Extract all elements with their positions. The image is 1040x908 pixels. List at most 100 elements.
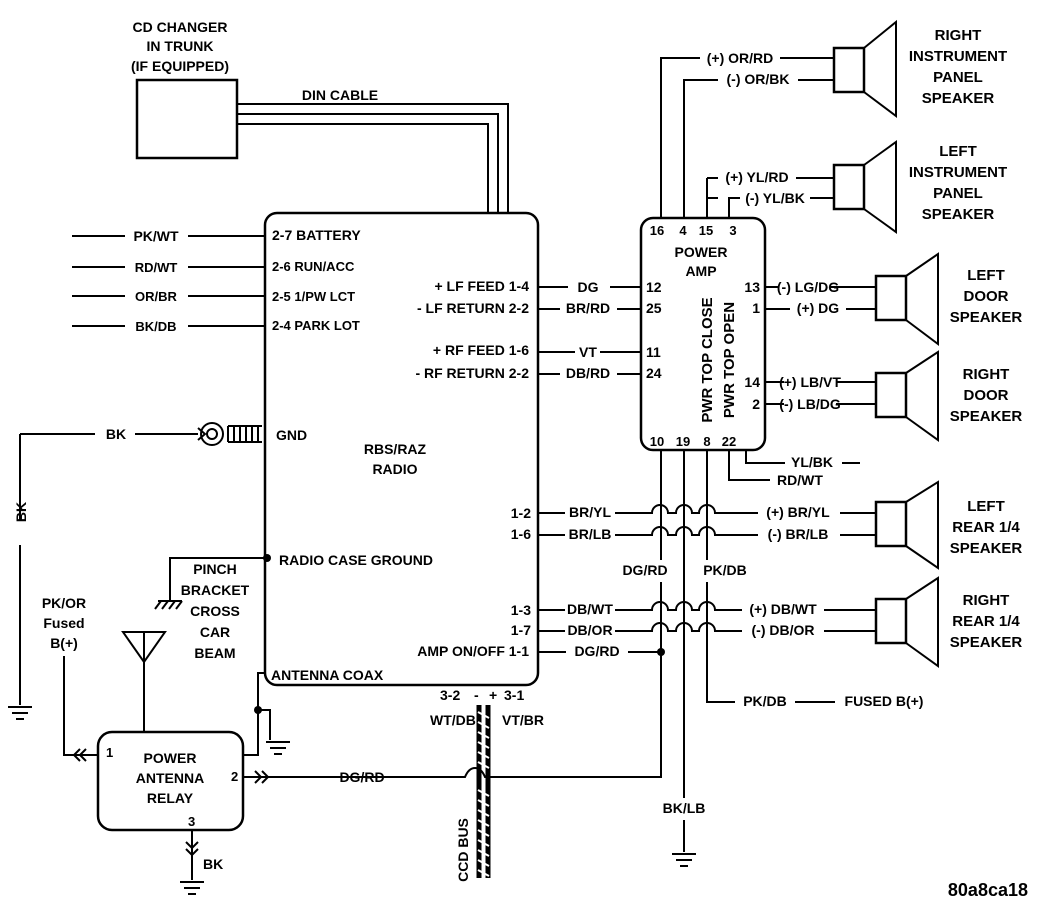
radio-pin-battery: 2-7 BATTERY <box>272 227 361 243</box>
amp-top-pin-15: 15 <box>699 223 713 238</box>
wire-pk-wt: PK/WT <box>133 228 179 244</box>
wire-br-lb-speaker: (-) BR/LB <box>768 526 829 542</box>
wire-or-bk: (-) OR/BK <box>727 71 790 87</box>
amp-right-pin-13: 13 <box>744 279 760 295</box>
cd-changer: CD CHANGER IN TRUNK (IF EQUIPPED) <box>131 19 239 160</box>
radio-pin-minus: - <box>474 687 479 703</box>
wire-db-wt: DB/WT <box>567 601 613 617</box>
amp-right-pin-1: 1 <box>752 300 760 316</box>
speaker-right-instrument-panel: RIGHT INSTRUMENT PANEL SPEAKER <box>832 19 1007 118</box>
amp-top-pin-4: 4 <box>679 223 687 238</box>
wire-bk-vertical: BK <box>13 502 29 522</box>
radio-case-ground: RADIO CASE GROUND <box>279 552 433 568</box>
wire-lg-dg: (-) LG/DG <box>777 279 839 295</box>
radio-pin-rf-feed: + RF FEED 1-6 <box>433 342 529 358</box>
ccd-bus: WT/DB VT/BR CCD BUS <box>430 705 544 882</box>
radio-pin-run-acc: 2-6 RUN/ACC <box>272 259 355 274</box>
lip-line4: SPEAKER <box>922 206 995 223</box>
radio-pin-plus: + <box>489 687 497 703</box>
wire-pk-db-fused: PK/DB <box>743 693 787 709</box>
wire-dg-rd: DG/RD <box>574 643 619 659</box>
rear-speaker-wires: BR/YL BR/LB DB/WT DB/OR DG/RD (+) BR/YL … <box>538 504 876 659</box>
wire-br-yl: BR/YL <box>569 504 611 520</box>
wire-yl-bk: (-) YL/BK <box>745 190 805 206</box>
relay-pin1: 1 <box>106 745 113 760</box>
radio-name1: RBS/RAZ <box>364 441 427 457</box>
wire-rd-wt: RD/WT <box>135 260 178 275</box>
wire-or-br: OR/BR <box>135 289 178 304</box>
speaker-left-door: LEFT DOOR SPEAKER <box>874 252 1023 346</box>
radio-pin-1-3: 1-3 <box>511 602 531 618</box>
rip-line3: PANEL <box>933 69 983 86</box>
radio-pin-amp-on-off: AMP ON/OFF 1-1 <box>417 643 529 659</box>
radio-unit: RBS/RAZ RADIO 2-7 BATTERY 2-6 RUN/ACC 2-… <box>263 211 540 703</box>
case-ground: PINCH BRACKET CROSS CAR BEAM <box>154 554 271 661</box>
relay-bk: BK <box>203 856 223 872</box>
rd-line2: DOOR <box>964 387 1009 404</box>
wire-lb-vt: (+) LB/VT <box>779 374 841 390</box>
amp-bottom-pin-22: 22 <box>722 434 736 449</box>
amp-right-pin-14: 14 <box>744 374 760 390</box>
radio-name2: RADIO <box>372 461 417 477</box>
cd-changer-line3: (IF EQUIPPED) <box>131 58 229 74</box>
speaker-right-door: RIGHT DOOR SPEAKER <box>874 350 1023 442</box>
wire-or-rd: (+) OR/RD <box>707 50 774 66</box>
wire-rd-wt-amp: RD/WT <box>777 472 823 488</box>
relay-line2: ANTENNA <box>136 770 204 786</box>
amp-right-wires: (-) LG/DG (+) DG (+) LB/VT (-) LB/DG <box>765 279 876 412</box>
pk-or-line1: PK/OR <box>42 595 86 611</box>
relay-pin2: 2 <box>231 769 238 784</box>
power-antenna-relay: POWER ANTENNA RELAY 1 2 3 <box>96 730 245 832</box>
rr-line1: RIGHT <box>963 592 1010 609</box>
amp-left-pin-24: 24 <box>646 365 662 381</box>
amp-name2: AMP <box>685 263 716 279</box>
radio-pin-rf-return: - RF RETURN 2-2 <box>415 365 529 381</box>
radio-amp-wires: DG BR/RD VT DB/RD <box>538 279 641 381</box>
amp-right-pin-2: 2 <box>752 396 760 412</box>
wire-db-or: DB/OR <box>567 622 612 638</box>
wire-db-rd: DB/RD <box>566 365 610 381</box>
amp-pwr-top-close: PWR TOP CLOSE <box>699 297 716 422</box>
radio-gnd: GND <box>276 427 307 443</box>
wire-fused-b: FUSED B(+) <box>845 693 924 709</box>
wire-br-lb: BR/LB <box>569 526 612 542</box>
relay-line1: POWER <box>144 750 197 766</box>
amp-bottom-wires: DG/RD PK/DB BK/LB PK/DB FUSED B(+) YL/BK… <box>622 450 924 867</box>
rd-line3: SPEAKER <box>950 408 1023 425</box>
bk-ground-wire: BK BK <box>8 422 262 720</box>
rip-line2: INSTRUMENT <box>909 48 1007 65</box>
amp-left-pin-25: 25 <box>646 300 662 316</box>
amp-top-pin-3: 3 <box>729 223 736 238</box>
pk-or-line3: B(+) <box>50 635 78 651</box>
lr-line2: REAR 1/4 <box>952 519 1020 536</box>
power-amp: POWER AMP 16 4 15 3 12 25 11 24 13 1 14 … <box>639 216 767 452</box>
radio-pin-lf-feed: + LF FEED 1-4 <box>434 278 529 294</box>
radio-pin-3-2: 3-2 <box>440 687 460 703</box>
pinch-line1: PINCH <box>193 561 237 577</box>
wire-bk: BK <box>106 426 126 442</box>
bus-wt-db: WT/DB <box>430 712 476 728</box>
wire-vt: VT <box>579 344 597 360</box>
rr-line3: SPEAKER <box>950 634 1023 651</box>
radio-pin-1-6: 1-6 <box>511 526 531 542</box>
wire-dg-speaker: (+) DG <box>797 300 840 316</box>
amp-bottom-pin-10: 10 <box>650 434 664 449</box>
wire-lb-dg: (-) LB/DG <box>779 396 841 412</box>
wire-dg-rd-relay: DG/RD <box>339 769 384 785</box>
radio-pin-3-1: 3-1 <box>504 687 524 703</box>
pk-or-fused-wire: PK/OR Fused B(+) <box>42 595 98 762</box>
speaker-left-instrument-panel: LEFT INSTRUMENT PANEL SPEAKER <box>832 140 1007 234</box>
din-cable-label: DIN CABLE <box>302 87 378 103</box>
wire-dg: DG <box>578 279 599 295</box>
din-cable: DIN CABLE <box>237 87 509 213</box>
figure-id: 80a8ca18 <box>948 880 1028 900</box>
radio-left-wires: PK/WT RD/WT OR/BR BK/DB <box>72 228 265 334</box>
wire-yl-rd: (+) YL/RD <box>725 169 788 185</box>
antenna-coax-wiring <box>240 672 290 756</box>
amp-name1: POWER <box>675 244 728 260</box>
amp-pwr-top-open: PWR TOP OPEN <box>721 302 738 418</box>
radio-pin-1-7: 1-7 <box>511 622 531 638</box>
cd-changer-line1: CD CHANGER <box>133 19 228 35</box>
ld-line3: SPEAKER <box>950 309 1023 326</box>
